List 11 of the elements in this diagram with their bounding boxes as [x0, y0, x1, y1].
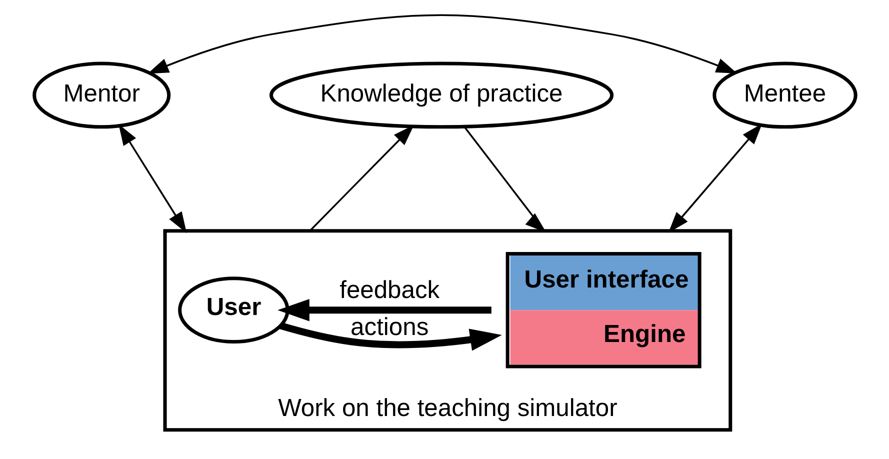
- node-ellipse: Knowledge of practice: [268, 62, 614, 129]
- node-box: User interface Engine: [505, 252, 701, 368]
- arrow: [668, 123, 762, 233]
- node-ellipse: User: [178, 276, 289, 344]
- edge-label: feedback: [339, 277, 440, 304]
- arrow: [118, 124, 186, 234]
- arrow: [277, 298, 491, 322]
- node-ellipse: Mentor: [32, 62, 170, 129]
- arrow: [279, 322, 502, 351]
- node-ellipse: Mentee: [712, 62, 857, 129]
- edge-label: actions: [350, 314, 428, 342]
